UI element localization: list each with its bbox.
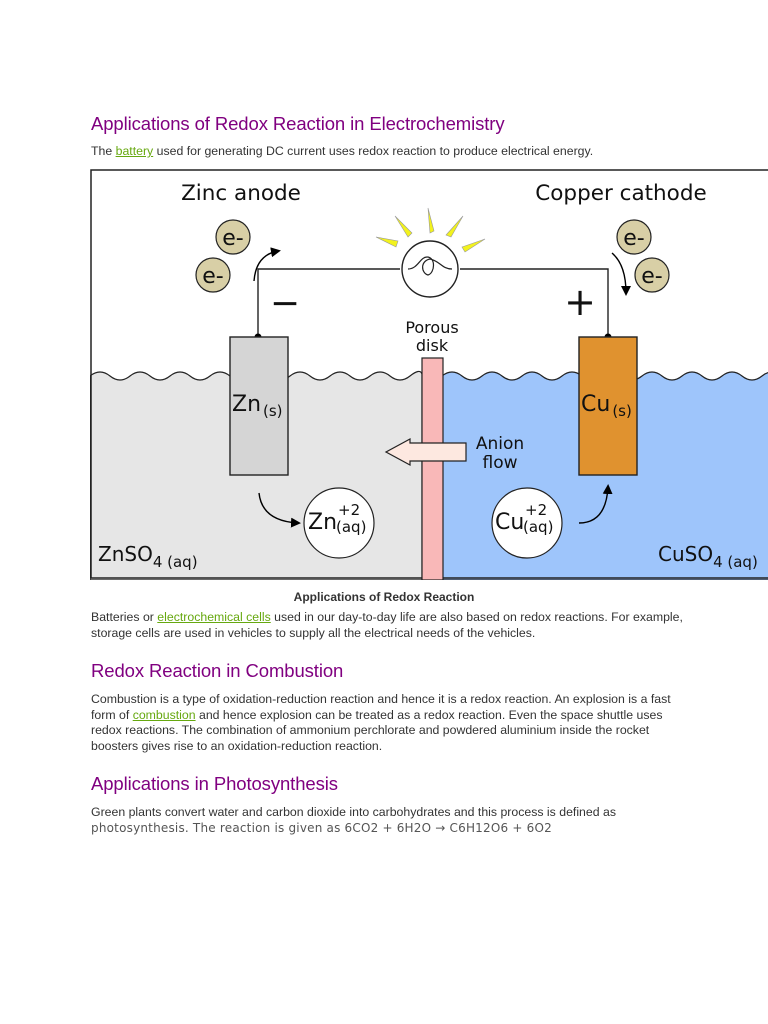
combustion-link[interactable]: combustion [132,707,196,722]
copper-sulfate-label: CuSO4 (aq) [658,542,758,571]
copper-electrode-label: Cu(s) [581,392,632,420]
svg-text:e-: e- [222,226,243,251]
anion-flow-arrow [384,437,467,467]
electrochemical-cells-link[interactable]: electrochemical cells [157,610,271,624]
porous-disk-label: disk [416,336,449,355]
anion-flow-label: flow [482,453,517,473]
zinc-ion-circle [303,487,375,559]
svg-text:e-: e- [202,264,223,289]
copper-ion-label: Cu [495,510,524,535]
paragraph-combustion: Combustion is a type of oxidation-reduct… [91,692,671,753]
negative-terminal-label: − [270,283,300,324]
electron-icon: e- [195,257,231,293]
zinc-anode-label: Zinc anode [181,181,301,206]
zinc-electrode-label: Zn(s) [232,392,283,420]
anion-flow-label: Anion [476,434,524,454]
positive-terminal-label: + [564,280,596,324]
svg-text:+2: +2 [338,501,360,519]
zinc-electrode [229,336,289,476]
svg-text:e-: e- [623,226,644,251]
galvanic-cell-diagram: e- e- e- e- Zinc anode Copper cathode − … [90,169,768,580]
figure-caption: Applications of Redox Reaction [293,590,475,604]
oxidation-arrow-icon [258,492,301,528]
copper-ion-circle [491,487,563,559]
paragraph-battery: The battery used for generating DC curre… [91,144,594,158]
electron-flow-arrow-icon [611,252,631,296]
svg-text:+2: +2 [525,501,547,519]
copper-electrode [578,336,638,476]
battery-link[interactable]: battery [115,144,154,158]
electron-icon: e- [634,257,670,293]
copper-cathode-label: Copper cathode [535,181,706,206]
svg-text:(aq): (aq) [523,518,553,536]
porous-disk [421,357,444,580]
paragraph-photosynthesis: Green plants convert water and carbon di… [91,805,616,835]
electron-flow-arrow-icon [253,247,281,282]
section-heading-combustion: Redox Reaction in Combustion [91,660,344,681]
light-bulb-icon [375,207,486,298]
paragraph-batteries: Batteries or electrochemical cells used … [91,610,683,640]
section-heading-electrochemistry: Applications of Redox Reaction in Electr… [91,113,505,134]
svg-text:e-: e- [641,264,662,289]
reduction-arrow-icon [578,484,613,524]
electron-icon: e- [616,219,652,255]
svg-text:(aq): (aq) [336,518,366,536]
porous-disk-label: Porous [405,318,458,337]
section-heading-photosynthesis: Applications in Photosynthesis [91,773,338,794]
electron-icon: e- [215,219,251,255]
zinc-sulfate-label: ZnSO4 (aq) [98,542,198,571]
zinc-ion-label: Zn [308,510,337,535]
